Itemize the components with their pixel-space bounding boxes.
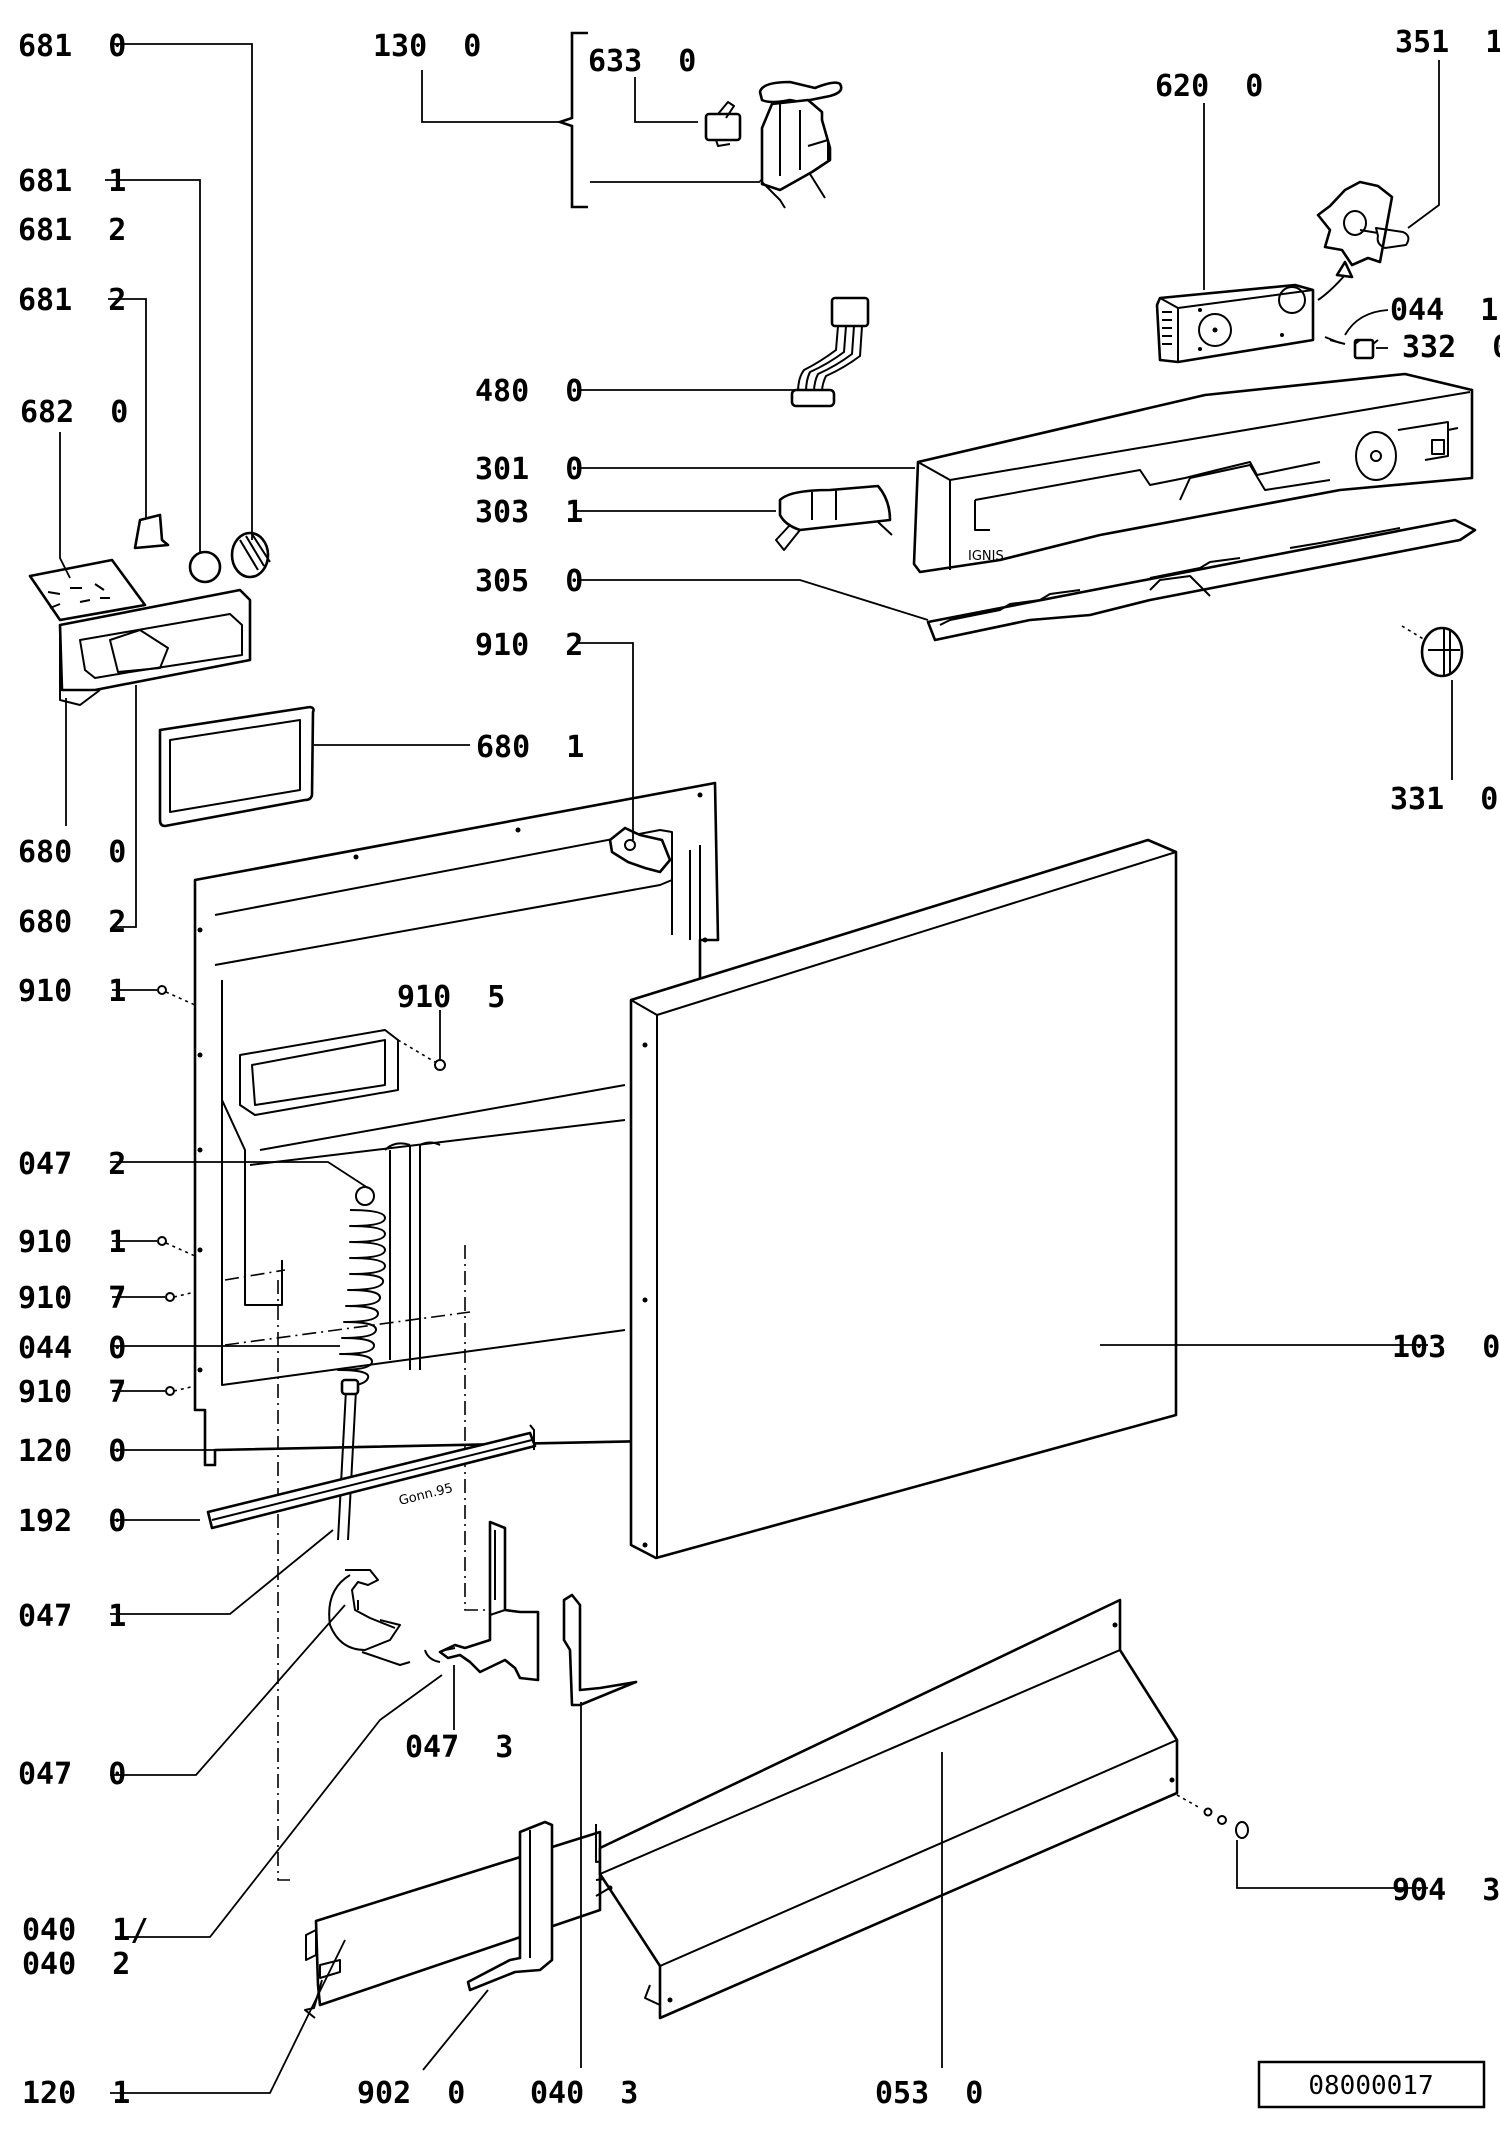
spindle-inset [1316,180,1410,267]
outer-door [629,838,1178,1560]
callout-130-0: 130 0 [373,29,481,64]
callout-910-1: 910 1 [18,1225,126,1260]
callout-681-1: 681 1 [18,164,126,199]
callout-910-2: 910 2 [475,628,583,663]
reference-number: 08000017 [1308,2071,1433,2101]
callout-040-2: 040 2 [22,1947,130,1982]
callout-681-2: 681 2 [18,213,126,248]
callout-681-2: 681 2 [18,283,126,318]
callout-910-7: 910 7 [18,1281,126,1316]
callout-682-0: 682 0 [20,395,128,430]
callout-047-0: 047 0 [18,1757,126,1792]
callout-047-3: 047 3 [405,1730,513,1765]
callout-301-0: 301 0 [475,452,583,487]
callout-303-1: 303 1 [475,495,583,530]
door-lock-assembly [555,31,843,209]
hinge-bracket [424,1520,540,1682]
callout-910-5: 910 5 [397,980,505,1015]
callout-620-0: 620 0 [1155,69,1263,104]
callout-331-0: 331 0 [1390,782,1498,817]
panel-handle [775,484,893,551]
control-panel: IGNIS [912,372,1474,574]
callout-labels: 681 0 130 0 633 0 620 0 351 1 681 1 681 … [18,25,1500,2111]
callout-192-0: 192 0 [18,1504,126,1539]
door-spring [337,1186,386,1541]
callout-680-0: 680 0 [18,835,126,870]
detergent-dispenser [28,513,271,706]
callout-120-0: 120 0 [18,1434,126,1469]
assembly-line-left [277,1280,290,1881]
callout-053-0: 053 0 [875,2076,983,2111]
callout-680-2: 680 2 [18,905,126,940]
callout-305-0: 305 0 [475,564,583,599]
callout-680-1: 680 1 [476,730,584,765]
control-knob [1401,625,1464,678]
rail-stamp-text: Gonn.95 [397,1481,454,1509]
reference-box: 08000017 [1257,2060,1486,2109]
spring-and-button [1324,336,1379,360]
panel-brand-text: IGNIS [968,549,1004,564]
callout-681-0: 681 0 [18,29,126,64]
screw-set-910 [157,985,446,1396]
callout-040-3: 040 3 [530,2076,638,2111]
callout-044-0: 044 0 [18,1331,126,1366]
dispenser-gasket [158,705,315,828]
callout-910-7: 910 7 [18,1375,126,1410]
inner-door-panel [193,781,720,1467]
callout-633-0: 633 0 [588,44,696,79]
callout-910-1: 910 1 [18,974,126,1009]
screw-set-904 [1176,1794,1249,1839]
trim-strip [926,518,1477,642]
kick-plate [598,1598,1179,2020]
callout-103-0: 103 0 [1392,1330,1500,1365]
assembly-line-mid [464,1245,500,1611]
wiring-harness [790,296,870,408]
callout-120-1: 120 1 [22,2076,130,2111]
bottom-plate [304,1820,631,2019]
callout-047-1: 047 1 [18,1599,126,1634]
callout-480-0: 480 0 [475,374,583,409]
callout-332-0: 332 0 [1402,330,1500,365]
hinge-lever [328,1569,411,1666]
assembly-line-horizontal [224,1269,471,1346]
callout-904-3: 904 3 [1392,1873,1500,1908]
programmer-timer [1155,260,1354,364]
callout-047-2: 047 2 [18,1147,126,1182]
callout-040-1: 040 1/ [22,1913,148,1948]
callout-902-0: 902 0 [357,2076,465,2111]
leader-lines [59,43,1453,2094]
callout-351-1: 351 1 [1395,25,1500,60]
callout-044-1: 044 1 [1390,293,1498,328]
bracket-040-3 [562,1593,638,1707]
